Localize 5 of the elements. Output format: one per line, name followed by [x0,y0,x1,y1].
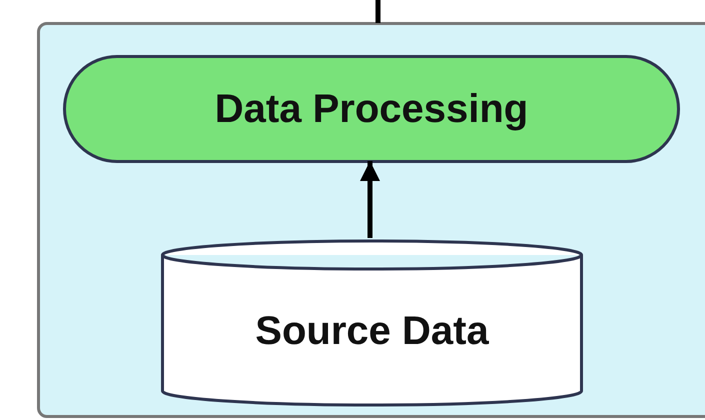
panel [37,22,705,418]
process-label: Data Processing [214,86,528,132]
connector-line [376,0,380,23]
arrow [360,161,380,238]
database-label: Source Data [255,308,489,354]
